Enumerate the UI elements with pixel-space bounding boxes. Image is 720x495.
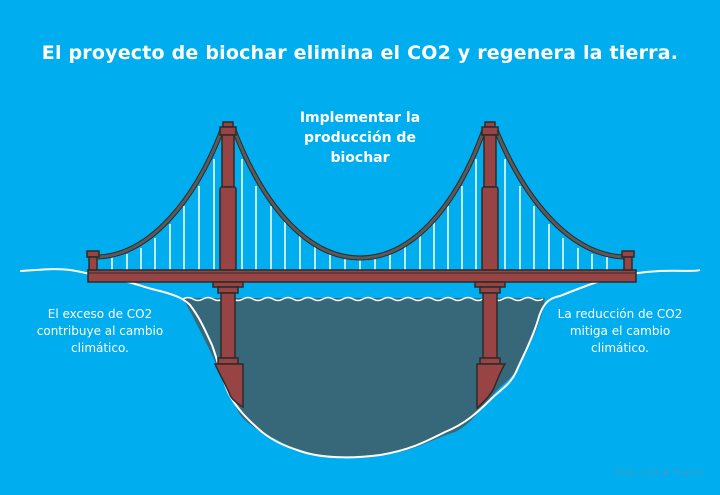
left-label: El exceso de CO2 contribuye al cambio cl… bbox=[10, 306, 190, 357]
center-label-line2: producción de bbox=[304, 130, 416, 146]
bridge-deck bbox=[87, 269, 637, 283]
right-anchor-post bbox=[621, 250, 635, 271]
suspender-cables bbox=[111, 159, 608, 270]
left-shore-line bbox=[19, 268, 701, 459]
right-label-line2: mitiga el cambio bbox=[569, 324, 671, 338]
watermark-prefix: Made with bbox=[614, 468, 661, 478]
diagram-title: El proyecto de biochar elimina el CO2 y … bbox=[41, 42, 679, 64]
napkin-watermark[interactable]: Made with ▶ Napkin bbox=[614, 468, 705, 478]
napkin-logo-icon: ▶ bbox=[663, 468, 671, 478]
left-tower bbox=[212, 121, 244, 409]
left-label-line3: climático. bbox=[71, 341, 129, 355]
right-label: La reducción de CO2 mitiga el cambio cli… bbox=[530, 306, 710, 357]
right-tower bbox=[474, 121, 507, 410]
main-cables bbox=[97, 129, 625, 261]
left-label-line2: contribuye al cambio bbox=[36, 324, 164, 338]
right-label-line3: climático. bbox=[591, 341, 649, 355]
center-label-line1: Implementar la bbox=[299, 110, 421, 126]
watermark-brand: Napkin bbox=[673, 468, 705, 478]
center-label: Implementar la producción de biochar bbox=[280, 108, 440, 168]
water-basin bbox=[183, 298, 545, 458]
left-anchor-post bbox=[86, 250, 100, 271]
right-label-line1: La reducción de CO2 bbox=[557, 307, 683, 321]
center-label-line3: biochar bbox=[330, 150, 390, 166]
left-label-line1: El exceso de CO2 bbox=[47, 307, 153, 321]
